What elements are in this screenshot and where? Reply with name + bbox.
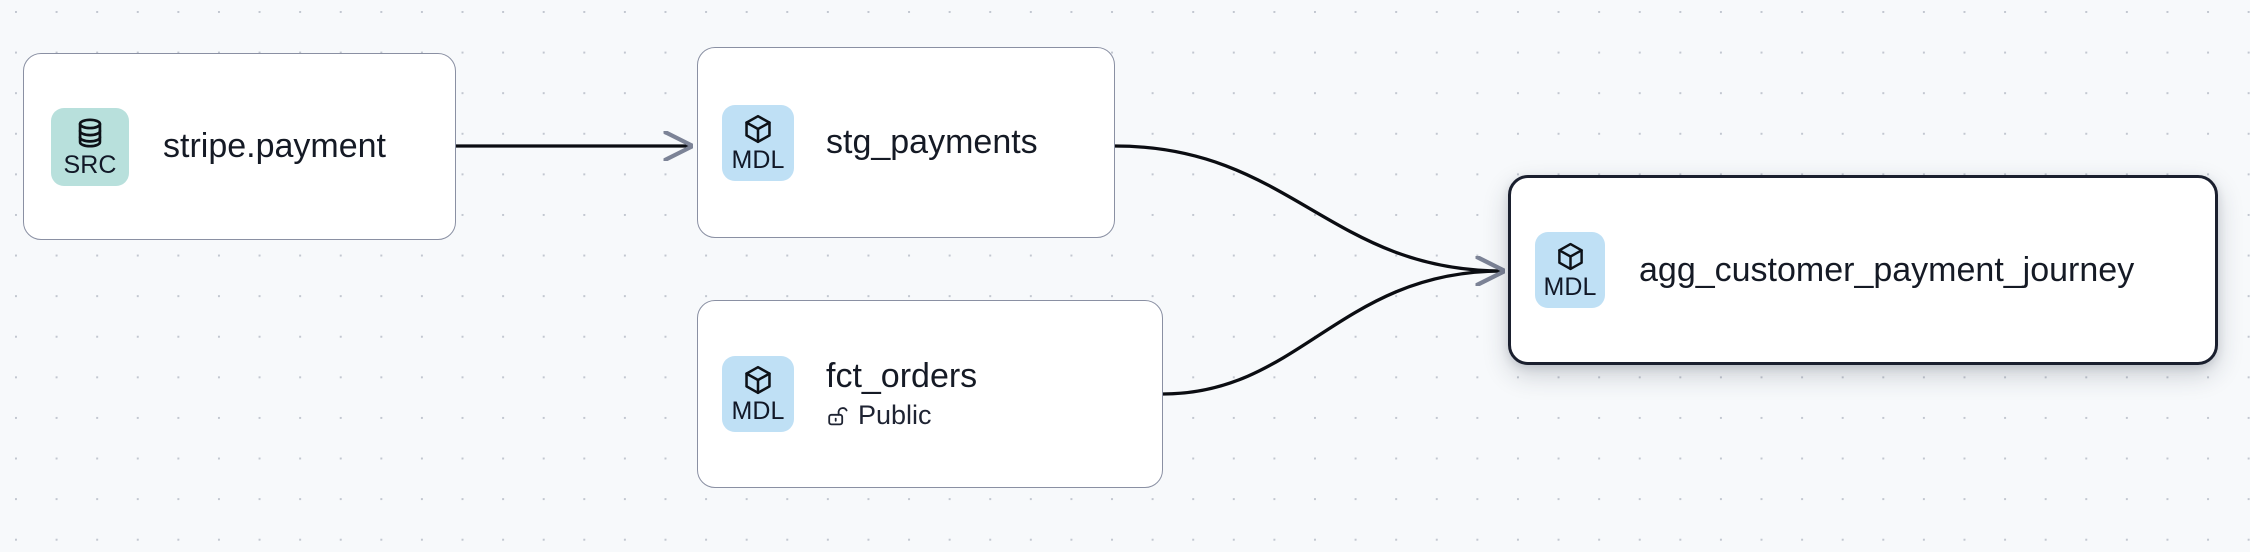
model-badge-label: MDL — [731, 397, 785, 425]
database-icon — [73, 116, 107, 150]
node-agg-customer-payment-journey[interactable]: MDL agg_customer_payment_journey — [1508, 175, 2218, 365]
node-title: agg_customer_payment_journey — [1639, 250, 2135, 289]
cube-icon — [742, 113, 774, 145]
model-badge-label: MDL — [731, 145, 785, 174]
cube-icon — [1555, 241, 1586, 272]
cube-icon — [742, 364, 774, 396]
node-fct-orders[interactable]: MDL fct_orders Public — [697, 300, 1163, 488]
model-badge: MDL — [722, 104, 794, 181]
model-badge: MDL — [1535, 232, 1605, 308]
node-title: fct_orders — [826, 356, 978, 395]
node-title: stg_payments — [826, 123, 1038, 162]
unlock-icon — [826, 404, 850, 428]
source-badge: SRC — [51, 107, 129, 186]
source-badge-label: SRC — [63, 150, 117, 179]
node-stripe-payment[interactable]: SRC stripe.payment — [23, 53, 456, 240]
visibility-badge: Public — [826, 400, 977, 431]
node-title: stripe.payment — [163, 127, 386, 166]
visibility-label: Public — [858, 400, 932, 431]
node-body: fct_orders Public — [826, 357, 977, 432]
edge-fct-to-agg — [1162, 271, 1502, 396]
node-stg-payments[interactable]: MDL stg_payments — [697, 47, 1115, 238]
model-badge-label: MDL — [1543, 272, 1597, 301]
model-badge: MDL — [722, 356, 794, 432]
edge-stg-to-agg — [1114, 144, 1502, 271]
